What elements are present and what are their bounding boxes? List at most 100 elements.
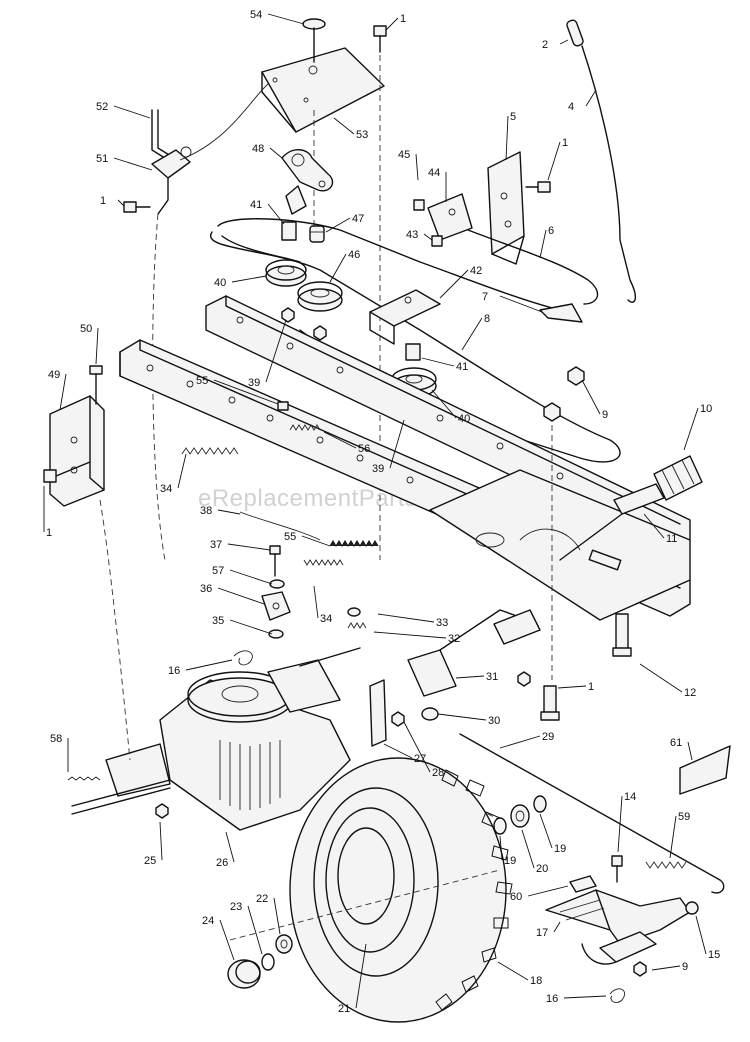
callout-22: 22 bbox=[256, 893, 268, 905]
callout-8: 8 bbox=[484, 313, 490, 325]
nuts-9-top bbox=[543, 366, 585, 422]
callout-26: 26 bbox=[216, 857, 228, 869]
callout-34: 34 bbox=[320, 613, 332, 625]
callout-leader bbox=[539, 229, 547, 259]
transaxle-26 bbox=[105, 659, 351, 831]
bolt-1-left bbox=[123, 201, 151, 213]
cable-6 bbox=[467, 229, 599, 305]
callout-33: 33 bbox=[436, 617, 448, 629]
callout-leader bbox=[225, 831, 235, 863]
callout-1: 1 bbox=[588, 681, 594, 693]
callout-28: 28 bbox=[432, 767, 444, 779]
callout-leader bbox=[563, 995, 607, 999]
callout-leader bbox=[213, 379, 279, 405]
bracket-36 bbox=[261, 591, 291, 621]
spring-34-lower bbox=[303, 559, 344, 566]
callout-20: 20 bbox=[536, 863, 548, 875]
bolt-43 bbox=[431, 235, 443, 247]
bolt-1-top bbox=[373, 25, 387, 53]
bracket-51 bbox=[151, 146, 192, 179]
rod-29 bbox=[459, 733, 725, 894]
pedal-17 bbox=[545, 889, 691, 965]
callout-leader bbox=[559, 39, 569, 45]
callout-leader bbox=[527, 885, 569, 897]
spring-34-upper bbox=[181, 447, 239, 455]
callout-18: 18 bbox=[530, 975, 542, 987]
callout-leader bbox=[557, 685, 587, 689]
callout-leader bbox=[521, 829, 535, 869]
callout-leader bbox=[669, 815, 677, 859]
callout-4: 4 bbox=[568, 101, 574, 113]
callout-leader bbox=[273, 897, 281, 935]
ring-23 bbox=[261, 953, 275, 971]
callout-leader bbox=[377, 613, 435, 623]
callout-34: 34 bbox=[160, 483, 172, 495]
bolt-14 bbox=[611, 855, 623, 883]
callout-46: 46 bbox=[348, 249, 360, 261]
callout-leader bbox=[117, 199, 125, 207]
nuts-39 bbox=[281, 307, 421, 421]
callout-51: 51 bbox=[96, 153, 108, 165]
callout-1: 1 bbox=[400, 13, 406, 25]
callout-leader bbox=[229, 569, 273, 585]
callout-leader bbox=[333, 117, 355, 135]
callout-55: 55 bbox=[196, 375, 208, 387]
lever-38 bbox=[239, 511, 321, 541]
callout-31: 31 bbox=[486, 671, 498, 683]
bolt-1-bracket49 bbox=[43, 461, 91, 483]
callout-leader bbox=[415, 153, 419, 181]
bolt-12 bbox=[612, 613, 632, 657]
bracket-5 bbox=[487, 151, 525, 265]
spacer-41-top bbox=[281, 221, 297, 241]
idler-arm-48 bbox=[281, 149, 334, 215]
callout-41: 41 bbox=[250, 199, 262, 211]
callout-27: 27 bbox=[414, 753, 426, 765]
callout-leader bbox=[325, 217, 351, 233]
callout-leader bbox=[227, 543, 271, 551]
callout-32: 32 bbox=[448, 633, 460, 645]
callout-45: 45 bbox=[398, 149, 410, 161]
callout-44: 44 bbox=[428, 167, 440, 179]
clip-16-lower bbox=[609, 988, 626, 1003]
callout-7: 7 bbox=[482, 291, 488, 303]
callout-47: 47 bbox=[352, 213, 364, 225]
callout-38: 38 bbox=[200, 505, 212, 517]
washer-33 bbox=[347, 607, 361, 617]
callout-leader bbox=[95, 327, 99, 365]
callout-58: 58 bbox=[50, 733, 62, 745]
callout-19: 19 bbox=[504, 855, 516, 867]
callout-9: 9 bbox=[682, 961, 688, 973]
callout-leader bbox=[683, 407, 699, 451]
callout-52: 52 bbox=[96, 101, 108, 113]
callout-leader bbox=[113, 157, 153, 171]
rod-4 bbox=[581, 45, 637, 303]
key-58 bbox=[67, 776, 101, 781]
callout-leader bbox=[461, 317, 483, 351]
callout-11: 11 bbox=[666, 533, 677, 545]
nut-9-lower bbox=[633, 961, 647, 977]
callout-57: 57 bbox=[212, 565, 224, 577]
callout-14: 14 bbox=[624, 791, 636, 803]
callout-leader bbox=[505, 115, 509, 161]
callout-23: 23 bbox=[230, 901, 242, 913]
callout-leader bbox=[499, 835, 503, 861]
callout-leader bbox=[267, 203, 285, 225]
bolt-37 bbox=[269, 545, 281, 577]
clip-16-upper bbox=[233, 650, 253, 666]
wheel-18 bbox=[289, 757, 513, 1023]
callout-2: 2 bbox=[542, 39, 548, 51]
callout-1: 1 bbox=[46, 527, 52, 539]
callout-leader bbox=[499, 295, 543, 313]
callout-48: 48 bbox=[252, 143, 264, 155]
callout-leader bbox=[547, 141, 561, 181]
spring-32 bbox=[347, 622, 367, 629]
bracket-44 bbox=[427, 193, 473, 241]
callout-59: 59 bbox=[678, 811, 690, 823]
cap-24 bbox=[227, 959, 261, 989]
callout-leader bbox=[651, 965, 681, 971]
callout-leader bbox=[385, 17, 399, 31]
callout-21: 21 bbox=[338, 1003, 350, 1015]
linkage-31 bbox=[407, 609, 541, 697]
